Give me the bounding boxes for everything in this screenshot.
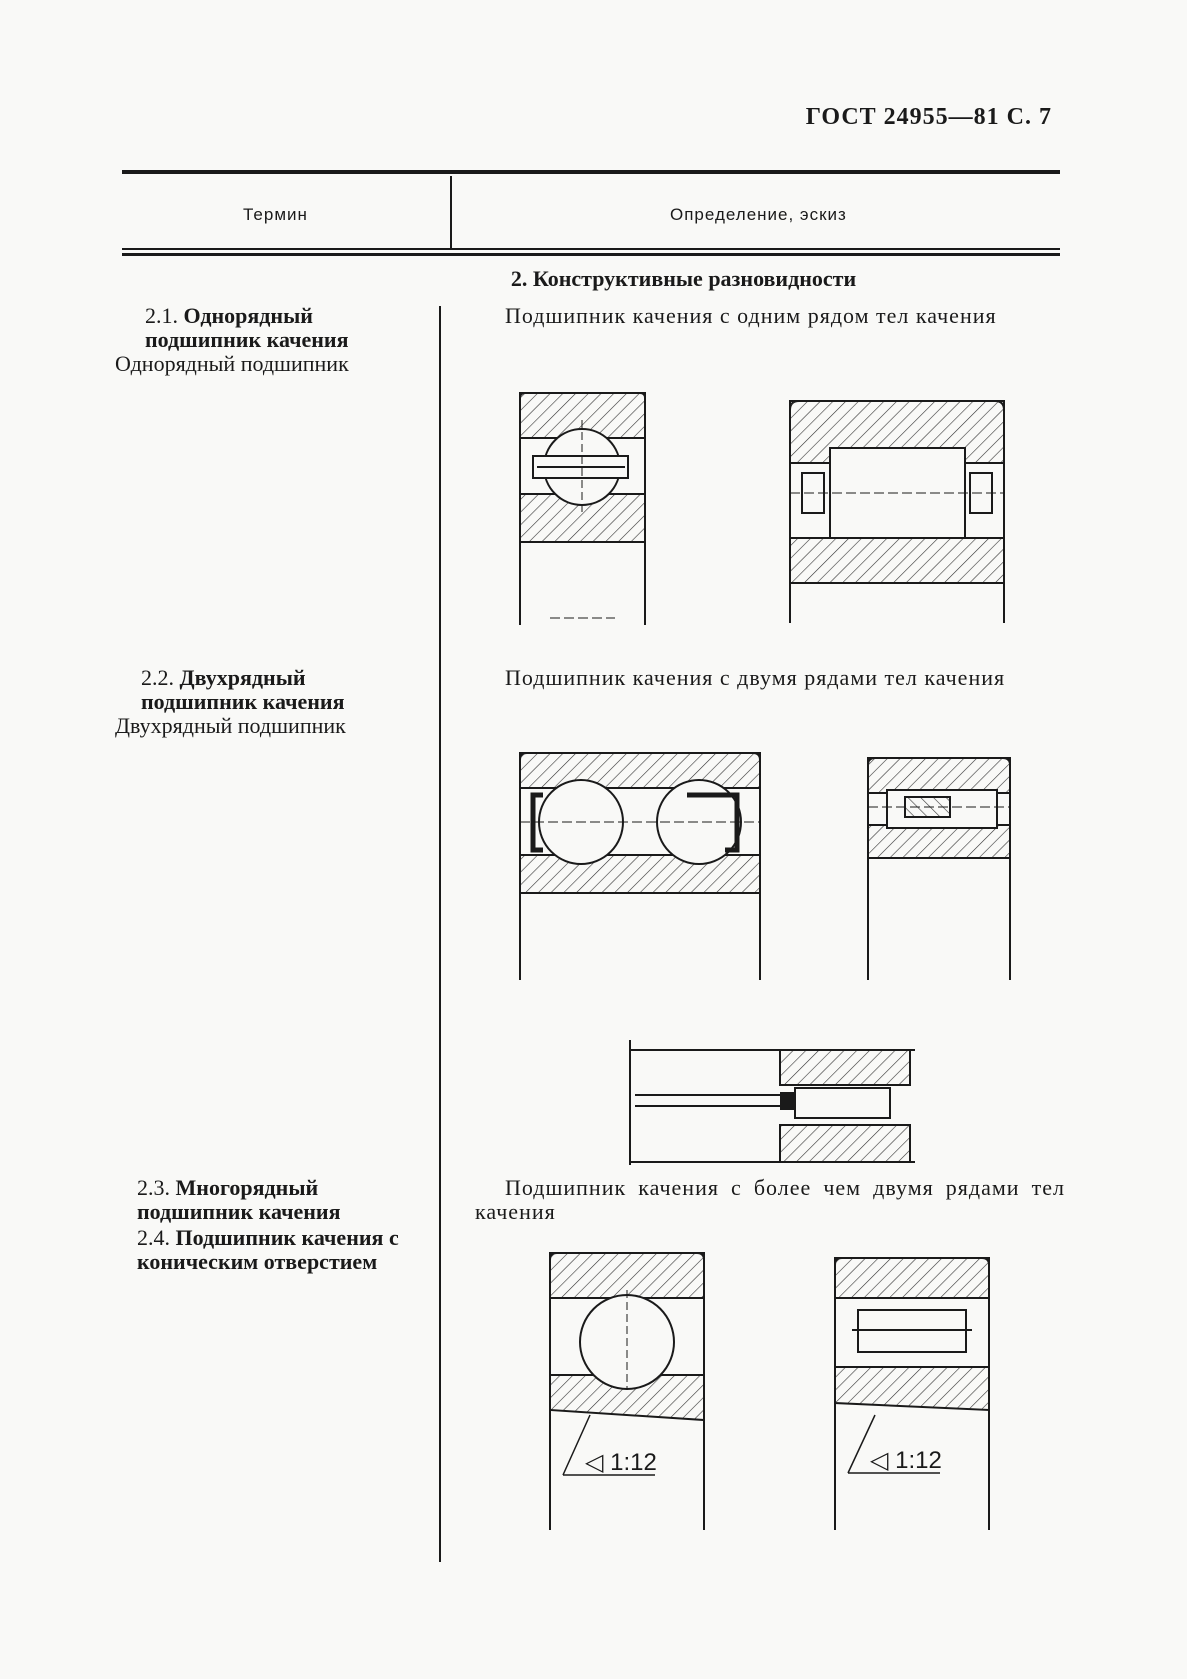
table-header-rule-1 xyxy=(122,248,1060,250)
definition-2-2: Подшипник качения с двумя рядами тел кач… xyxy=(505,665,1006,690)
term-name: Однорядный подшипник качения xyxy=(145,303,349,352)
sketch-single-row-roller-bearing xyxy=(785,398,1010,623)
section-title: 2. Конструктивные разновидности xyxy=(510,266,857,291)
column-definition-header: Определение, эскиз xyxy=(670,205,847,224)
definition-2-3: Подшипник качения с более чем двумя ряда… xyxy=(475,1175,1065,1224)
sketch-single-row-ball-bearing xyxy=(515,390,650,625)
term-2-2: 2.2. Двухрядный подшипник качения Двухря… xyxy=(115,666,415,738)
table-header-divider xyxy=(450,176,452,248)
term-number: 2.2. xyxy=(141,665,174,690)
term-name: Подшипник качения с коническим отверстие… xyxy=(137,1225,399,1274)
term-name: Многорядный подшипник качения xyxy=(137,1175,341,1224)
column-divider xyxy=(439,306,441,1562)
sketch-double-row-roller-bearing xyxy=(865,755,1013,980)
term-2-3: 2.3. Многорядный подшипник качения xyxy=(115,1176,415,1224)
term-name: Двухрядный подшипник качения xyxy=(141,665,345,714)
term-number: 2.4. xyxy=(137,1225,170,1250)
term-synonym: Двухрядный подшипник xyxy=(115,713,346,738)
term-2-4: 2.4. Подшипник качения с коническим отве… xyxy=(115,1226,415,1274)
term-synonym: Однорядный подшипник xyxy=(115,351,349,376)
document-reference: ГОСТ 24955—81 С. 7 xyxy=(805,104,1052,130)
column-term-header: Термин xyxy=(243,205,308,224)
definition-2-1: Подшипник качения с одним рядом тел каче… xyxy=(505,303,997,328)
term-2-1: 2.1. Однорядный подшипник качения Одноря… xyxy=(115,304,415,376)
table-top-rule xyxy=(122,170,1060,174)
table-header-rule-2 xyxy=(122,253,1060,256)
taper-ratio-label: ◁ 1:12 xyxy=(870,1447,942,1474)
term-number: 2.1. xyxy=(145,303,178,328)
taper-ratio-label: ◁ 1:12 xyxy=(585,1449,657,1476)
sketch-multi-row-bearing-section xyxy=(625,1040,920,1165)
sketch-tapered-bore-roller-bearing: ◁ 1:12 xyxy=(830,1255,995,1530)
sketch-tapered-bore-ball-bearing: ◁ 1:12 xyxy=(545,1250,710,1530)
term-number: 2.3. xyxy=(137,1175,170,1200)
sketch-double-row-ball-bearing xyxy=(515,750,765,980)
